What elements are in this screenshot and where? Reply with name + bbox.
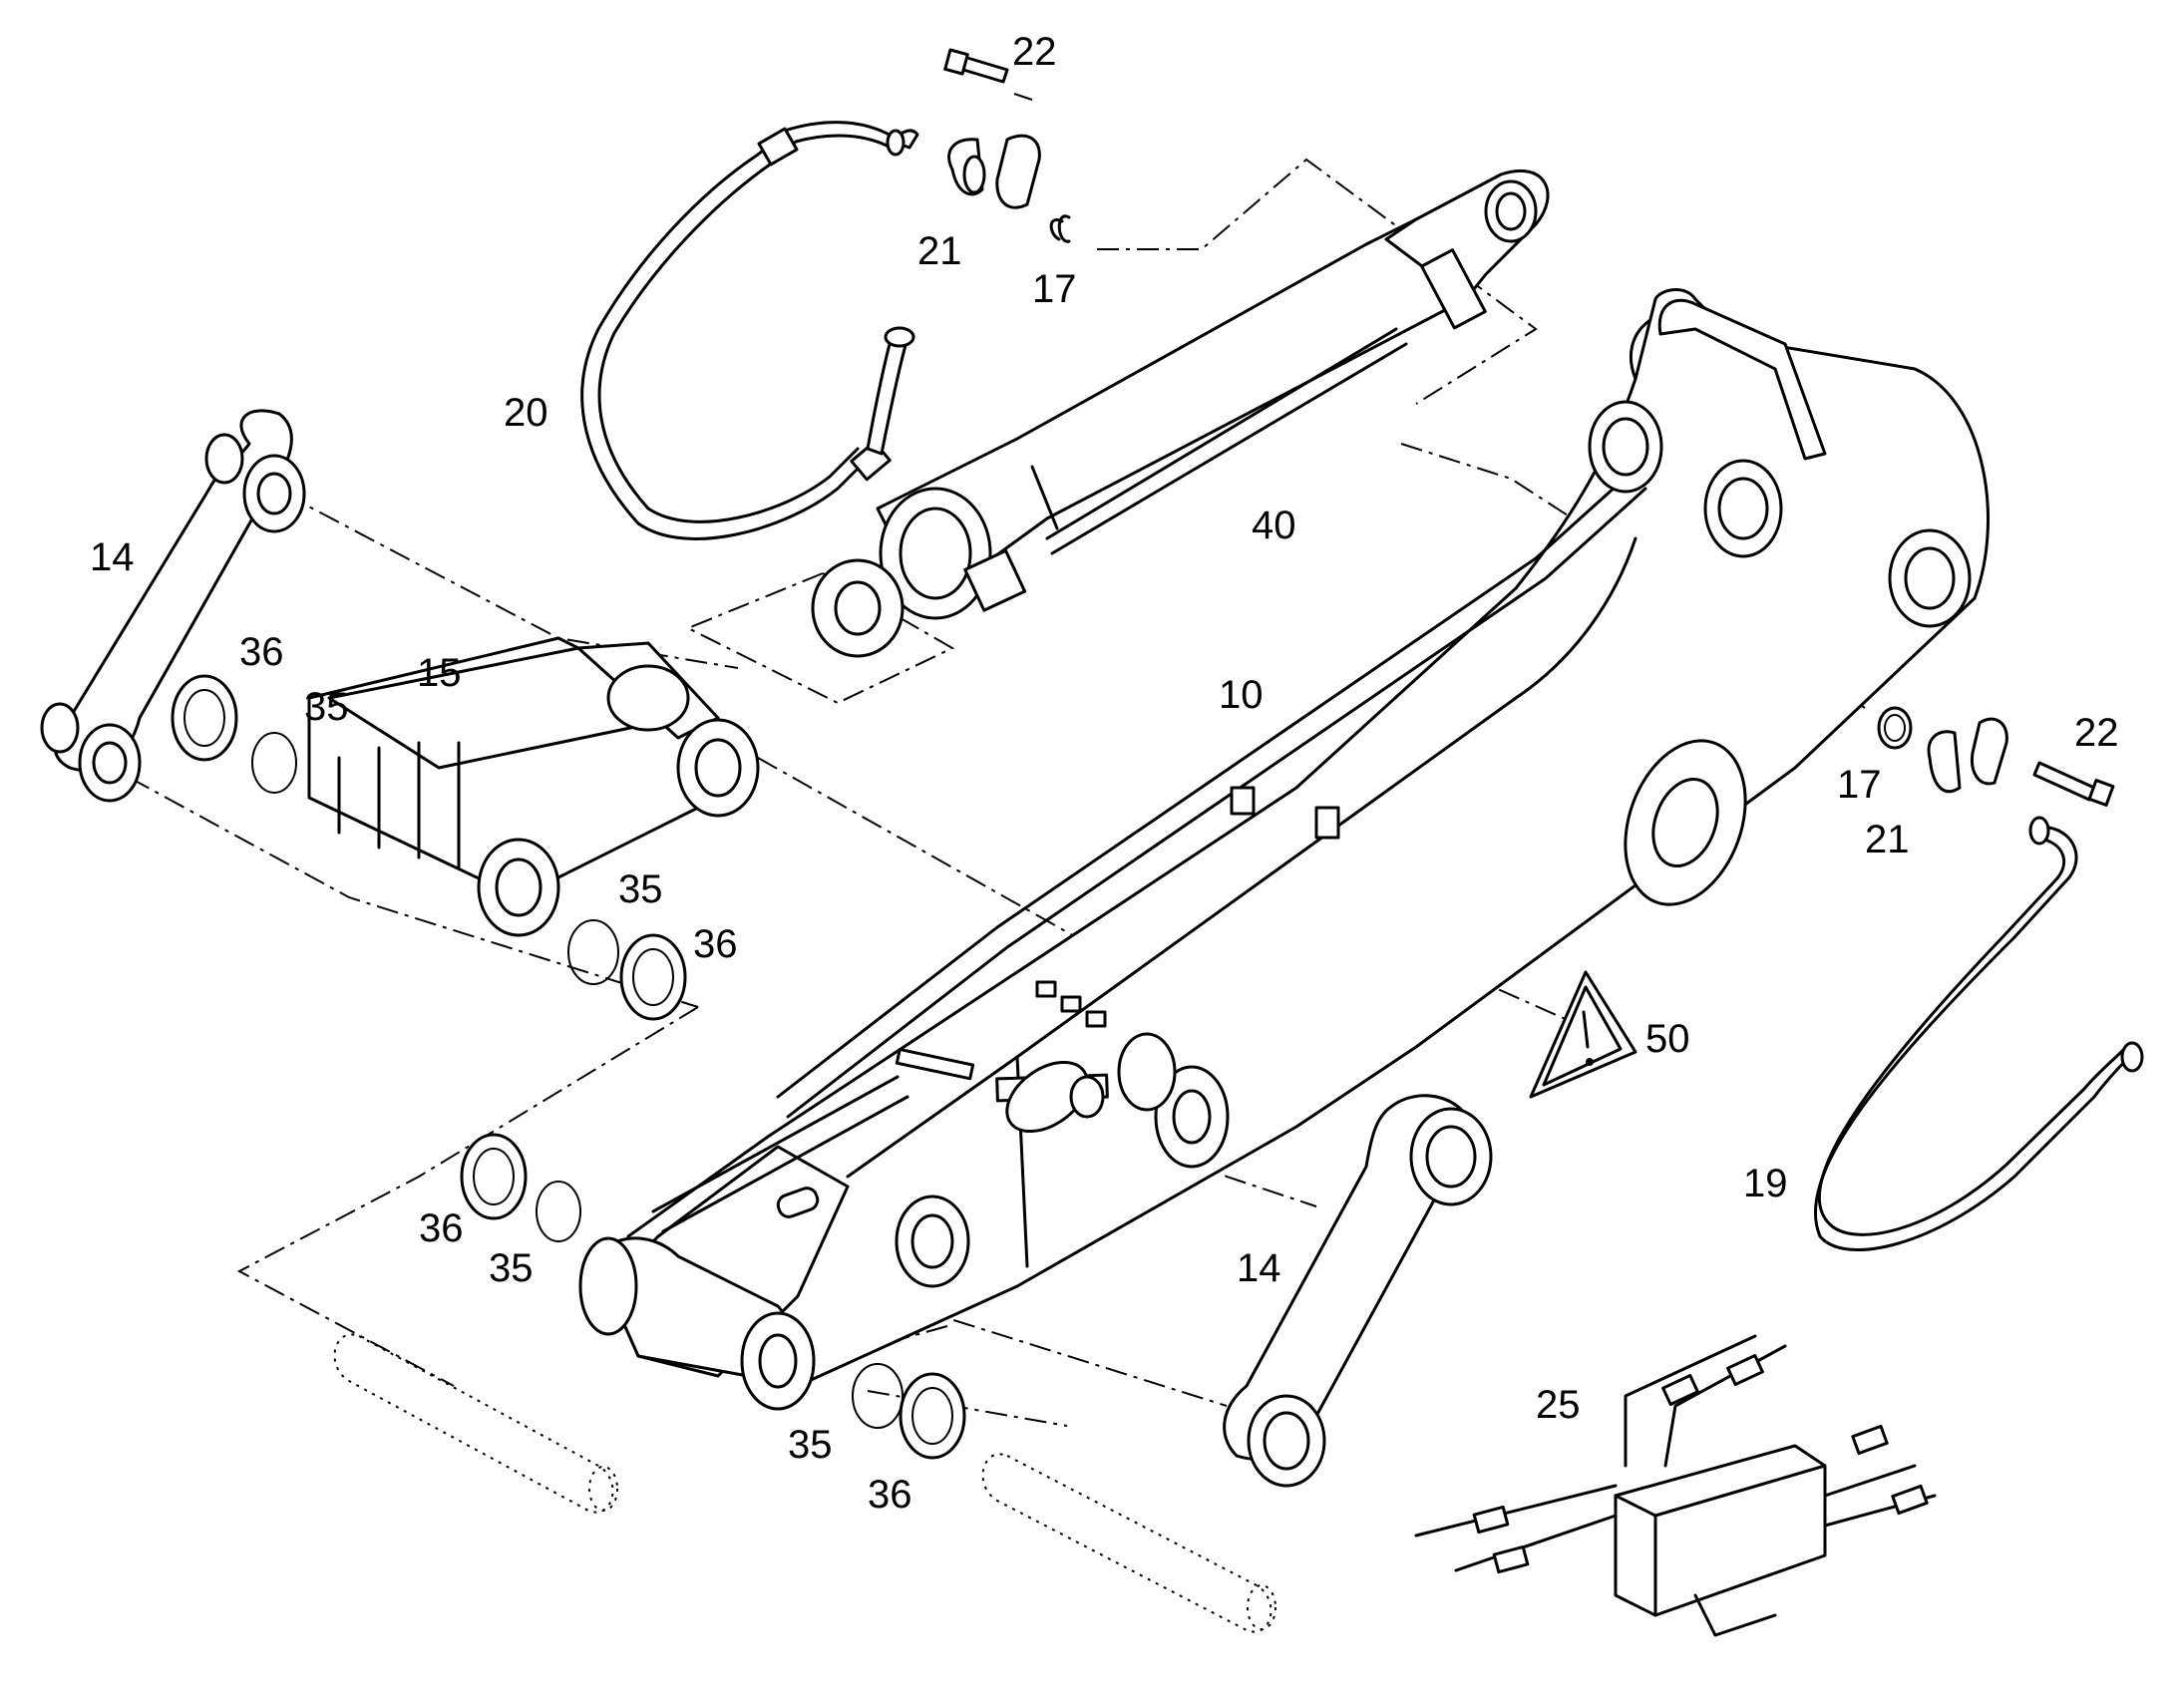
- link-14-right: [1223, 1094, 1493, 1488]
- hydraulic-hose-19: [1814, 816, 2144, 1251]
- callout-36-c: 36: [419, 1206, 464, 1250]
- seals: [171, 674, 966, 1460]
- seal-36-bottom: [899, 1372, 966, 1460]
- boom-10: [626, 288, 1990, 1388]
- callout-35-d: 35: [788, 1423, 833, 1467]
- callout-19: 19: [1743, 1162, 1788, 1205]
- callout-17-top: 17: [1032, 267, 1077, 311]
- callout-14-left: 14: [90, 535, 135, 579]
- callout-25: 25: [1536, 1383, 1581, 1427]
- callout-21-right: 21: [1865, 818, 1910, 861]
- callout-22-top: 22: [1012, 30, 1057, 74]
- ring-35-lower: [536, 1181, 581, 1242]
- flange-kit-top: [943, 48, 1071, 243]
- hydraulic-hose-20: [580, 121, 919, 540]
- callout-21-top: 21: [917, 229, 962, 273]
- callout-14-right: 14: [1237, 1246, 1281, 1290]
- seal-36-mid: [619, 933, 687, 1021]
- callout-35-b: 35: [618, 867, 663, 911]
- callout-40: 40: [1252, 504, 1296, 547]
- bracket-15: [307, 636, 760, 937]
- seal-36-left: [171, 674, 238, 762]
- callout-36-d: 36: [868, 1473, 912, 1517]
- valve-block-25: [1414, 1334, 1937, 1637]
- callout-labels: 22 21 17 20 40 14 36 15 35 10 22 17 21 3…: [90, 30, 2119, 1517]
- pins: [333, 1333, 1276, 1633]
- boom-cylinder-40: [811, 169, 1550, 658]
- boom-foot: [578, 1047, 975, 1411]
- callout-22-right: 22: [2074, 711, 2119, 755]
- callout-35-a: 35: [304, 685, 349, 729]
- warning-sign-50: [1529, 970, 1637, 1099]
- ring-35-mid: [567, 919, 619, 985]
- callout-15: 15: [417, 651, 462, 695]
- callout-10: 10: [1219, 673, 1264, 717]
- ring-35-left: [251, 732, 297, 794]
- ring-35-bottom: [852, 1363, 904, 1429]
- callout-17-right: 17: [1837, 763, 1882, 807]
- callout-36-a: 36: [239, 630, 284, 674]
- callout-35-c: 35: [489, 1246, 534, 1290]
- callout-20: 20: [504, 391, 548, 435]
- callout-36-b: 36: [693, 922, 738, 966]
- flange-kit-right: [1877, 706, 2115, 807]
- seal-36-lower: [460, 1133, 528, 1220]
- callout-50: 50: [1645, 1017, 1690, 1061]
- link-14-left: [40, 409, 306, 803]
